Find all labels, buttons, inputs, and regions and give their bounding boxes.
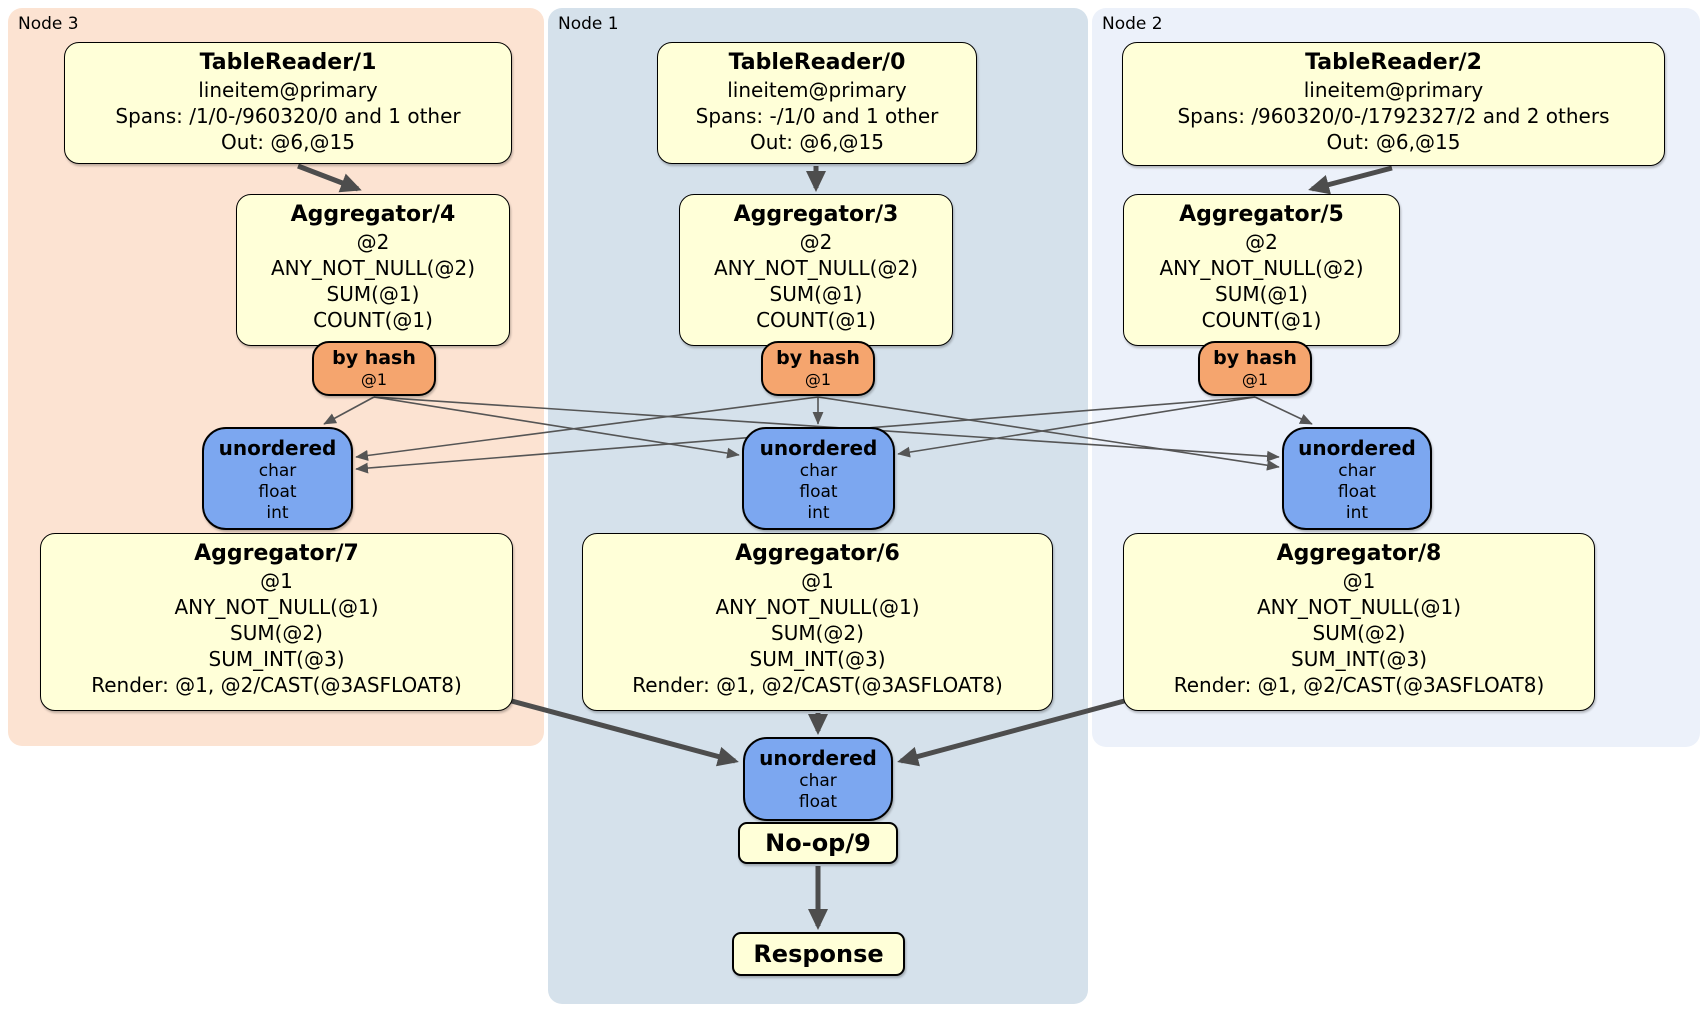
unordered-sync-node1: unordered char float int <box>742 427 895 530</box>
aggregator-5: Aggregator/5 @2 ANY_NOT_NULL(@2) SUM(@1)… <box>1123 194 1400 346</box>
agg-fn-line: SUM(@2) <box>230 621 323 645</box>
hash-router-node1: by hash @1 <box>761 341 875 396</box>
processor-title: TableReader/2 <box>1305 50 1482 75</box>
agg-fn-line: ANY_NOT_NULL(@2) <box>271 256 475 280</box>
sync-type-line: char <box>799 771 837 791</box>
router-key: @1 <box>804 370 832 389</box>
processor-title: Aggregator/8 <box>1276 541 1442 566</box>
out-line: Out: @6,@15 <box>1326 130 1461 154</box>
agg-fn-line: COUNT(@1) <box>313 308 433 332</box>
sync-title: unordered <box>218 436 337 460</box>
region-node2-label: Node 2 <box>1102 14 1163 34</box>
region-node1-label: Node 1 <box>558 14 619 34</box>
index-line: lineitem@primary <box>198 78 378 102</box>
processor-title: Aggregator/7 <box>194 541 359 566</box>
processor-title: No-op/9 <box>765 829 871 857</box>
agg-fn-line: ANY_NOT_NULL(@2) <box>714 256 918 280</box>
router-title: by hash <box>1213 347 1297 369</box>
table-reader-1: TableReader/1 lineitem@primary Spans: /1… <box>64 42 512 164</box>
sync-type-line: int <box>1345 503 1369 523</box>
group-line: @1 <box>801 569 834 593</box>
aggregator-6: Aggregator/6 @1 ANY_NOT_NULL(@1) SUM(@2)… <box>582 533 1053 711</box>
processor-title: Response <box>753 940 884 968</box>
group-line: @1 <box>1342 569 1376 593</box>
aggregator-7: Aggregator/7 @1 ANY_NOT_NULL(@1) SUM(@2)… <box>40 533 513 711</box>
sync-type-line: float <box>1337 482 1377 502</box>
agg-fn-line: SUM(@2) <box>1312 621 1406 645</box>
router-key: @1 <box>1241 370 1269 389</box>
render-line: Render: @1, @2/CAST(@3ASFLOAT8) <box>1173 673 1545 697</box>
agg-fn-line: SUM(@1) <box>1215 282 1308 306</box>
processor-title: TableReader/1 <box>199 50 377 75</box>
agg-fn-line: ANY_NOT_NULL(@2) <box>1159 256 1364 280</box>
out-line: Out: @6,@15 <box>750 130 884 154</box>
agg-fn-line: ANY_NOT_NULL(@1) <box>715 595 920 619</box>
group-line: @2 <box>356 230 390 254</box>
group-line: @1 <box>260 569 293 593</box>
sync-type-line: char <box>258 461 297 481</box>
hash-router-node2: by hash @1 <box>1198 341 1312 396</box>
noop-9: No-op/9 <box>738 822 898 864</box>
render-line: Render: @1, @2/CAST(@3ASFLOAT8) <box>91 673 462 697</box>
sync-title: unordered <box>759 746 877 770</box>
aggregator-8: Aggregator/8 @1 ANY_NOT_NULL(@1) SUM(@2)… <box>1123 533 1595 711</box>
agg-fn-line: SUM(@1) <box>326 282 420 306</box>
router-title: by hash <box>776 347 860 369</box>
final-unordered-sync: unordered char float <box>743 737 893 821</box>
table-reader-2: TableReader/2 lineitem@primary Spans: /9… <box>1122 42 1665 166</box>
router-title: by hash <box>332 347 416 369</box>
agg-fn-line: ANY_NOT_NULL(@1) <box>1257 595 1461 619</box>
table-reader-0: TableReader/0 lineitem@primary Spans: -/… <box>657 42 977 164</box>
agg-fn-line: SUM(@2) <box>771 621 864 645</box>
sync-type-line: char <box>799 461 838 481</box>
sync-type-line: float <box>798 792 838 812</box>
aggregator-4: Aggregator/4 @2 ANY_NOT_NULL(@2) SUM(@1)… <box>236 194 510 346</box>
render-line: Render: @1, @2/CAST(@3ASFLOAT8) <box>632 673 1003 697</box>
unordered-sync-node3: unordered char float int <box>202 427 353 530</box>
router-key: @1 <box>360 370 388 389</box>
sync-type-line: float <box>799 482 838 502</box>
agg-fn-line: COUNT(@1) <box>756 308 876 332</box>
spans-line: Spans: /1/0-/960320/0 and 1 other <box>115 104 461 128</box>
group-line: @2 <box>799 230 833 254</box>
agg-fn-line: SUM_INT(@3) <box>208 647 345 671</box>
sync-type-line: int <box>266 503 289 523</box>
sync-title: unordered <box>759 436 878 460</box>
unordered-sync-node2: unordered char float int <box>1282 427 1432 530</box>
processor-title: Aggregator/4 <box>290 202 456 227</box>
out-line: Out: @6,@15 <box>221 130 355 154</box>
sync-type-line: int <box>807 503 830 523</box>
processor-title: Aggregator/5 <box>1179 202 1344 227</box>
agg-fn-line: SUM_INT(@3) <box>1291 647 1427 671</box>
agg-fn-line: ANY_NOT_NULL(@1) <box>174 595 379 619</box>
response: Response <box>732 932 905 976</box>
agg-fn-line: COUNT(@1) <box>1201 308 1322 332</box>
hash-router-node3: by hash @1 <box>312 341 436 396</box>
sync-type-line: float <box>258 482 297 502</box>
agg-fn-line: SUM(@1) <box>769 282 863 306</box>
agg-fn-line: SUM_INT(@3) <box>749 647 886 671</box>
processor-title: Aggregator/6 <box>735 541 900 566</box>
aggregator-3: Aggregator/3 @2 ANY_NOT_NULL(@2) SUM(@1)… <box>679 194 953 346</box>
spans-line: Spans: -/1/0 and 1 other <box>695 104 939 128</box>
region-node3-label: Node 3 <box>18 14 79 34</box>
index-line: lineitem@primary <box>1303 78 1484 102</box>
group-line: @2 <box>1245 230 1278 254</box>
sync-type-line: char <box>1338 461 1376 481</box>
processor-title: TableReader/0 <box>728 50 906 75</box>
spans-line: Spans: /960320/0-/1792327/2 and 2 others <box>1177 104 1610 128</box>
sync-title: unordered <box>1298 436 1416 460</box>
index-line: lineitem@primary <box>727 78 907 102</box>
processor-title: Aggregator/3 <box>733 202 899 227</box>
